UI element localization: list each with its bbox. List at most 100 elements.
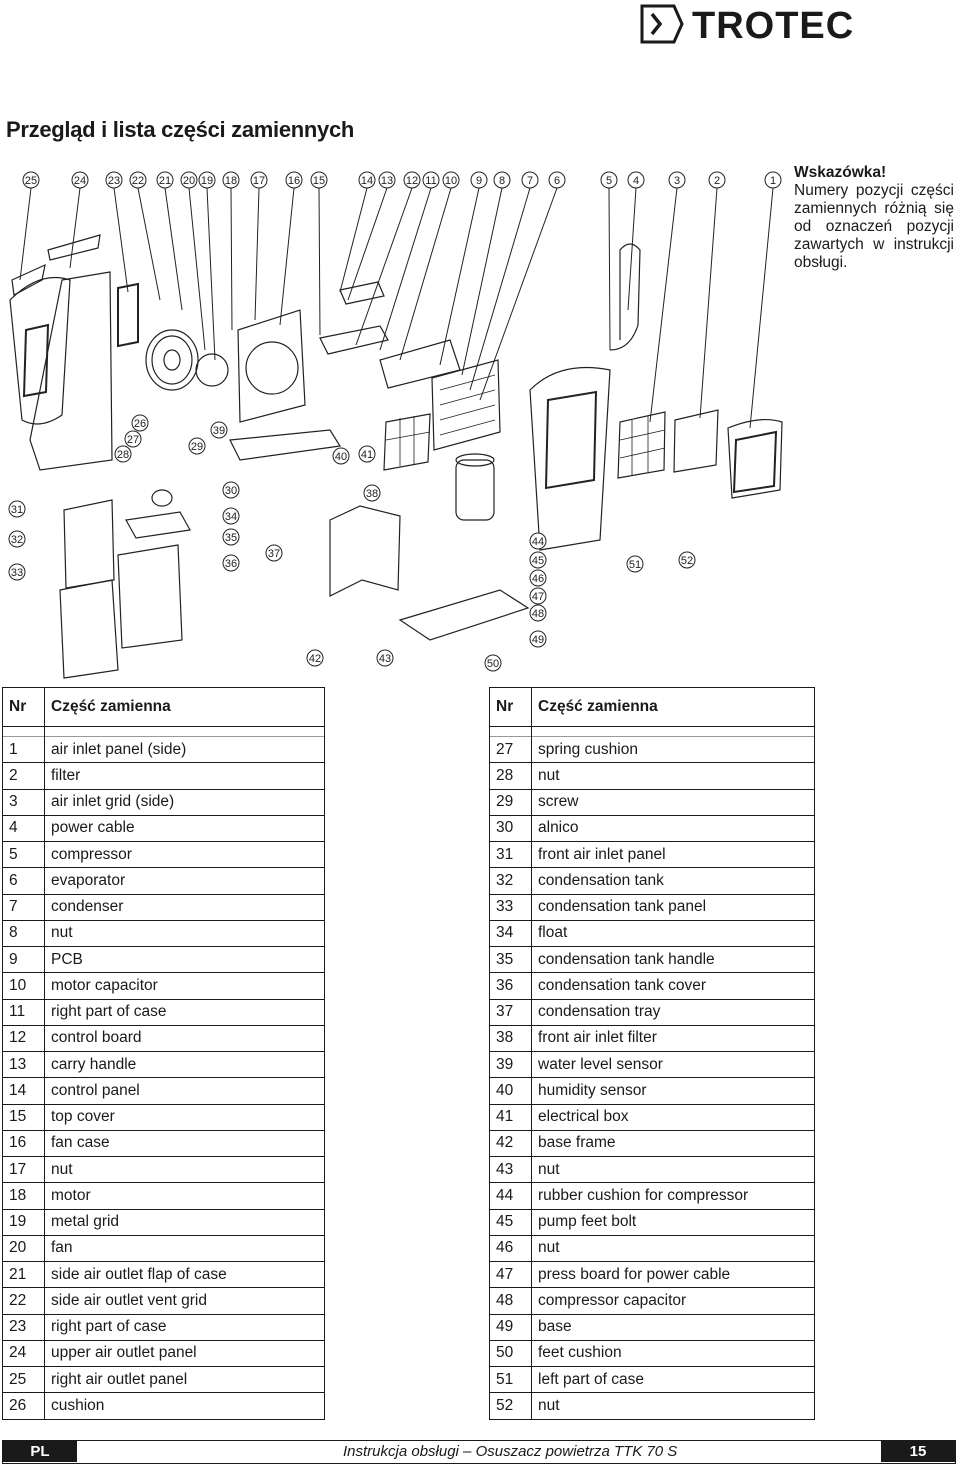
part-number: 40 [489,1077,532,1105]
compressor [455,459,495,521]
part-name: rubber cushion for compressor [531,1182,815,1210]
part-number: 13 [2,1050,45,1079]
part-name: base frame [531,1129,815,1158]
part-name: nut [531,1155,815,1184]
part-number: 36 [489,972,532,1000]
leader-line [339,187,368,293]
callout-label: 3 [674,175,680,187]
part-number: 52 [489,1392,532,1420]
callout-label: 25 [25,175,37,187]
header-nr: Nr [2,687,45,727]
float [151,489,173,507]
part-name: metal grid [44,1208,325,1236]
part-name: condensation tank cover [531,972,815,1000]
part-name: control panel [44,1077,325,1105]
part-name: motor capacitor [44,972,325,1000]
part-number: 39 [489,1050,532,1079]
part-name: filter [44,762,325,790]
part-name: nut [531,1392,815,1420]
note-box: Wskazówka! Numery pozycji części zamienn… [794,164,954,272]
part-number: 23 [2,1313,45,1341]
page-title: Przegląd i lista części zamiennych [6,117,355,142]
base-frame [329,505,401,597]
part-number: 43 [489,1155,532,1184]
callout-28: 28 [114,445,132,463]
leader-line [19,187,32,281]
callout-label: 42 [309,653,321,665]
part-name: alnico [531,814,815,843]
part-number: 32 [489,867,532,895]
air-inlet-grid [727,418,783,499]
callout-label: 10 [445,175,457,187]
part-number: 11 [2,998,45,1026]
callout-label: 46 [532,573,544,585]
part-name: evaporator [44,867,325,895]
leader-line [188,187,206,351]
callout-label: 30 [225,485,237,497]
condensation-tank-cover [125,511,191,539]
document-title: Instrukcja obsługi – Osuszacz powietrza … [343,1443,678,1460]
part-number: 34 [489,919,532,948]
part-name: side air outlet flap of case [44,1260,325,1289]
header-nr: Nr [489,687,532,727]
callout-11: 11 [422,171,440,189]
callout-label: 45 [532,555,544,567]
part-name: left part of case [531,1365,815,1394]
part-name: spring cushion [531,735,815,764]
part-number: 12 [2,1024,45,1053]
side-panel-left [9,276,71,425]
condensation-tray [229,429,341,461]
callout-label: 43 [379,653,391,665]
leader-line [469,187,531,391]
part-number: 37 [489,998,532,1026]
header-part: Część zamienna [44,687,325,727]
callout-label: 26 [134,418,146,430]
callout-31: 31 [8,500,26,518]
part-number: 33 [489,893,532,921]
part-name: front air inlet panel [531,840,815,869]
callout-32: 32 [8,530,26,548]
part-number: 6 [2,867,45,895]
callout-44: 44 [529,532,547,550]
note-title: Wskazówka! [794,164,887,181]
leader-line [254,187,260,321]
callout-label: 27 [127,434,139,446]
part-name: condensation tray [531,998,815,1026]
control-panel [319,325,389,355]
part-name: top cover [44,1103,325,1131]
condensation-tank-panel [59,579,119,679]
callout-50: 50 [484,654,502,672]
part-number: 21 [2,1260,45,1289]
callout-26: 26 [131,414,149,432]
part-name: front air inlet filter [531,1024,815,1053]
callout-label: 4 [633,175,639,187]
leader-line [749,187,774,429]
callout-5: 5 [600,171,618,189]
callout-15: 15 [310,171,328,189]
part-number: 2 [2,762,45,790]
part-number: 19 [2,1208,45,1236]
callout-label: 41 [361,449,373,461]
part-number: 24 [2,1339,45,1368]
part-number: 9 [2,945,45,974]
callout-3: 3 [668,171,686,189]
leader-line [699,187,718,419]
callout-label: 40 [335,451,347,463]
callout-24: 24 [71,171,89,189]
left-part-of-case [529,367,611,551]
